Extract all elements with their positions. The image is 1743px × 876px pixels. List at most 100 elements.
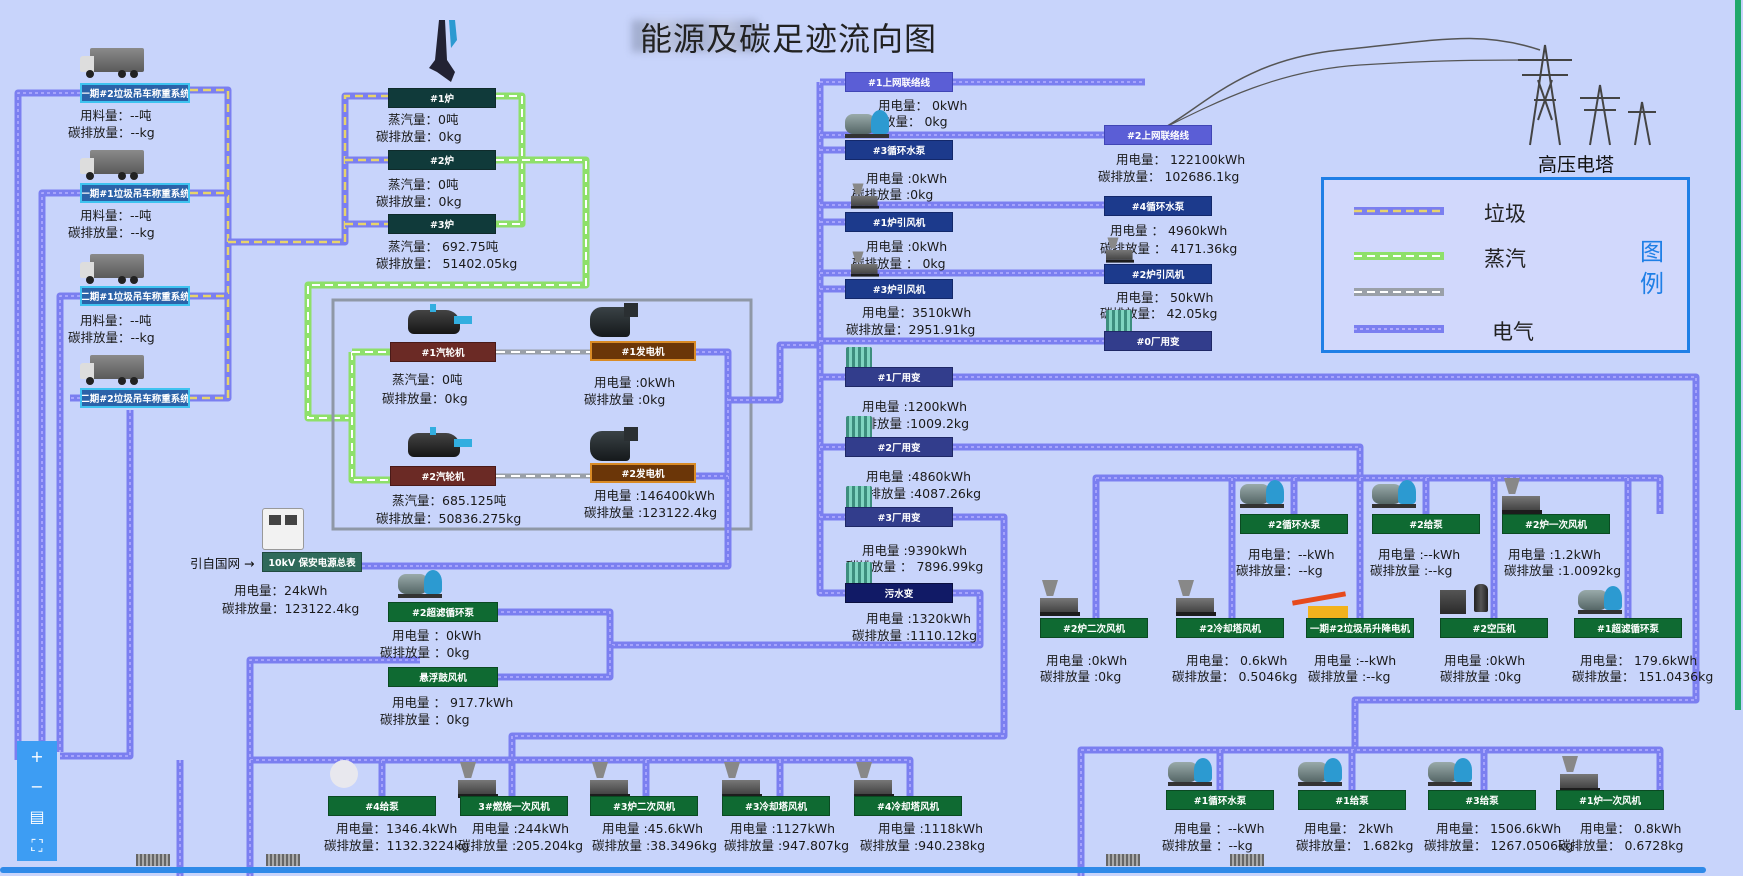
power-line-dash xyxy=(1096,477,1661,514)
feed-pump-1-carbon: 碳排放量： 1.682kg xyxy=(1296,838,1414,853)
cooling-fan-3-carbon: 碳排放量 :947.807kg xyxy=(724,838,850,853)
truck-1-box[interactable]: 一期#2垃圾吊车称重系统 xyxy=(80,83,190,103)
fan-icon xyxy=(1502,478,1542,514)
fullscreen-icon[interactable]: ⛶ xyxy=(31,836,43,855)
power-line-dash xyxy=(59,295,80,752)
power-line-dash xyxy=(498,645,611,678)
generator-2-box[interactable]: #2发电机 xyxy=(590,463,696,483)
circ-pump-3-power: 用电量 :0kWh xyxy=(866,171,948,186)
feed-pump-4-box[interactable]: #4给泵 xyxy=(328,796,436,816)
turbine-2-steam: 蒸汽量：685.125吨 xyxy=(392,493,507,508)
cooling-fan-3-power: 用电量 :1127kWh xyxy=(730,821,836,836)
cooling-fan-3-box[interactable]: #3冷却塔风机 xyxy=(722,796,830,816)
grid-tie-2-box[interactable]: #2上网联络线 xyxy=(1104,125,1212,145)
aux-trf-2-box[interactable]: #2厂用变 xyxy=(845,437,953,457)
generator-2-carbon: 碳排放量 :123122.4kg xyxy=(584,505,718,520)
boiler-1-pa-fan-box[interactable]: #1炉一次风机 xyxy=(1556,790,1664,810)
truck-3-box[interactable]: 二期#1垃圾吊车称重系统 xyxy=(80,286,190,306)
boiler-3-pa-fan-box[interactable]: 3#燃烧一次风机 xyxy=(460,796,568,816)
aux-trf-3-box[interactable]: #3厂用变 xyxy=(845,507,953,527)
steam-pipe-dash xyxy=(307,159,587,419)
pump-icon xyxy=(398,568,442,598)
fan-icon xyxy=(854,762,894,798)
circ-pump-2-box[interactable]: #2循环水泵 xyxy=(1240,514,1348,534)
boiler-1-id-fan-power: 用电量 :0kWh xyxy=(866,239,948,254)
sewage-trf-power: 用电量 :1320kWh xyxy=(866,611,972,626)
truck-4-box[interactable]: 二期#2垃圾吊车称重系统 xyxy=(80,388,190,408)
feed-pump-3-box[interactable]: #3给泵 xyxy=(1428,790,1536,810)
aux-trf-1-box[interactable]: #1厂用变 xyxy=(845,367,953,387)
power-line xyxy=(728,341,820,404)
cooling-fan-2-carbon: 碳排放量： 0.5046kg xyxy=(1172,669,1298,684)
uf-pump-2-power: 用电量 ：0kWh xyxy=(392,628,482,643)
air-compressor-2-box[interactable]: #2空压机 xyxy=(1440,618,1548,638)
turbine-2-carbon: 碳排放量：50836.275kg xyxy=(376,511,522,526)
circ-pump-4-box[interactable]: #4循环水泵 xyxy=(1104,196,1212,216)
crane-motor-carbon: 碳排放量 :--kg xyxy=(1308,669,1391,684)
boiler-2-steam: 蒸汽量：0吨 xyxy=(388,177,459,192)
sewage-trf-box[interactable]: 污水变 xyxy=(845,583,953,603)
circ-pump-3-box[interactable]: #3循环水泵 xyxy=(845,140,953,160)
boiler-1-id-fan-box[interactable]: #1炉引风机 xyxy=(845,212,953,232)
grid-tie-1-box[interactable]: #1上网联络线 xyxy=(845,72,953,92)
garbage-pipe xyxy=(228,92,388,246)
feed-pump-3-carbon: 碳排放量： 1267.0506kg xyxy=(1424,838,1574,853)
boiler-3-pa-fan-power: 用电量 :244kWh xyxy=(472,821,570,836)
boiler-3-sa-fan-box[interactable]: #3炉二次风机 xyxy=(590,796,698,816)
turbine-1-box[interactable]: #1汽轮机 xyxy=(390,342,496,362)
uf-pump-1-carbon: 碳排放量： 151.0436kg xyxy=(1572,669,1714,684)
uf-pump-1-box[interactable]: #1超滤循环泵 xyxy=(1574,618,1682,638)
boiler-2-id-fan-box[interactable]: #2炉引风机 xyxy=(1104,264,1212,284)
legend-title: 图例 xyxy=(1640,238,1664,298)
fan-icon xyxy=(722,762,762,798)
feed-pump-1-power: 用电量： 2kWh xyxy=(1304,821,1394,836)
aux-trf-0-box[interactable]: #0厂用变 xyxy=(1104,331,1212,351)
zoom-out-button[interactable]: − xyxy=(30,776,44,796)
blower-power: 用电量 ： 917.7kWh xyxy=(392,695,514,710)
boiler-3-id-fan-box[interactable]: #3炉引风机 xyxy=(845,279,953,299)
cooling-fan-2-box[interactable]: #2冷却塔风机 xyxy=(1176,618,1284,638)
boiler-2-pa-fan-power: 用电量 :1.2kWh xyxy=(1508,547,1602,562)
cooling-fan-4-box[interactable]: #4冷却塔风机 xyxy=(854,796,962,816)
zoom-control: + − ▤ ⛶ xyxy=(17,741,57,861)
boiler-3-steam: 蒸汽量： 692.75吨 xyxy=(388,239,499,254)
circ-pump-1-box[interactable]: #1循环水泵 xyxy=(1166,790,1274,810)
zoom-in-button[interactable]: + xyxy=(30,746,44,766)
boiler-2-box[interactable]: #2炉 xyxy=(388,150,496,170)
boiler-1-pa-fan-power: 用电量： 0.8kWh xyxy=(1580,821,1682,836)
steam-pipe-dash xyxy=(351,352,390,481)
boiler-3-sa-fan-power: 用电量 :45.6kWh xyxy=(602,821,704,836)
feed-pump-2-box[interactable]: #2给泵 xyxy=(1372,514,1480,534)
boiler-2-pa-fan-box[interactable]: #2炉一次风机 xyxy=(1502,514,1610,534)
main-switch-box[interactable]: 10kV 保安电源总表 xyxy=(262,552,362,572)
main-switch-carbon: 碳排放量：123122.4kg xyxy=(222,601,360,616)
uf-pump-2-box[interactable]: #2超滤循环泵 xyxy=(388,602,498,622)
vertical-scrollbar[interactable] xyxy=(1735,0,1741,710)
cooling-fan-2-power: 用电量： 0.6kWh xyxy=(1186,653,1288,668)
compressor-icon xyxy=(1440,590,1466,614)
truck-2-box[interactable]: 一期#1垃圾吊车称重系统 xyxy=(80,183,190,203)
map-icon[interactable]: ▤ xyxy=(29,806,45,826)
device-icon xyxy=(266,854,300,866)
circ-pump-2-carbon: 碳排放量：--kg xyxy=(1236,563,1323,578)
boiler-3-box[interactable]: #3炉 xyxy=(388,214,496,234)
boiler-crane-icon xyxy=(429,20,457,82)
horizontal-scrollbar[interactable] xyxy=(0,867,1706,873)
boiler-1-box[interactable]: #1炉 xyxy=(388,88,496,108)
blower-box[interactable]: 悬浮鼓风机 xyxy=(388,667,498,687)
feed-pump-4-power: 用电量：1346.4kWh xyxy=(336,821,458,836)
feed-pump-1-box[interactable]: #1给泵 xyxy=(1298,790,1406,810)
sewage-trf-carbon: 碳排放量 :1110.12kg xyxy=(852,628,978,643)
legend-gray-line xyxy=(1354,288,1444,296)
power-line-dash xyxy=(1081,749,1661,790)
truck-2-carbon: 碳排放量：--kg xyxy=(68,225,155,240)
tower-label: 高压电塔 xyxy=(1538,154,1615,176)
truck-1-material: 用料量：--吨 xyxy=(80,108,152,123)
boiler-2-sa-fan-box[interactable]: #2炉二次风机 xyxy=(1040,618,1148,638)
boiler-2-sa-fan-carbon: 碳排放量 :0kg xyxy=(1040,669,1122,684)
turbine-2-box[interactable]: #2汽轮机 xyxy=(390,466,496,486)
boiler-3-carbon: 碳排放量： 51402.05kg xyxy=(376,256,518,271)
generator-1-box[interactable]: #1发电机 xyxy=(590,341,696,361)
crane-motor-box[interactable]: 一期#2垃圾吊升降电机 xyxy=(1306,618,1414,638)
